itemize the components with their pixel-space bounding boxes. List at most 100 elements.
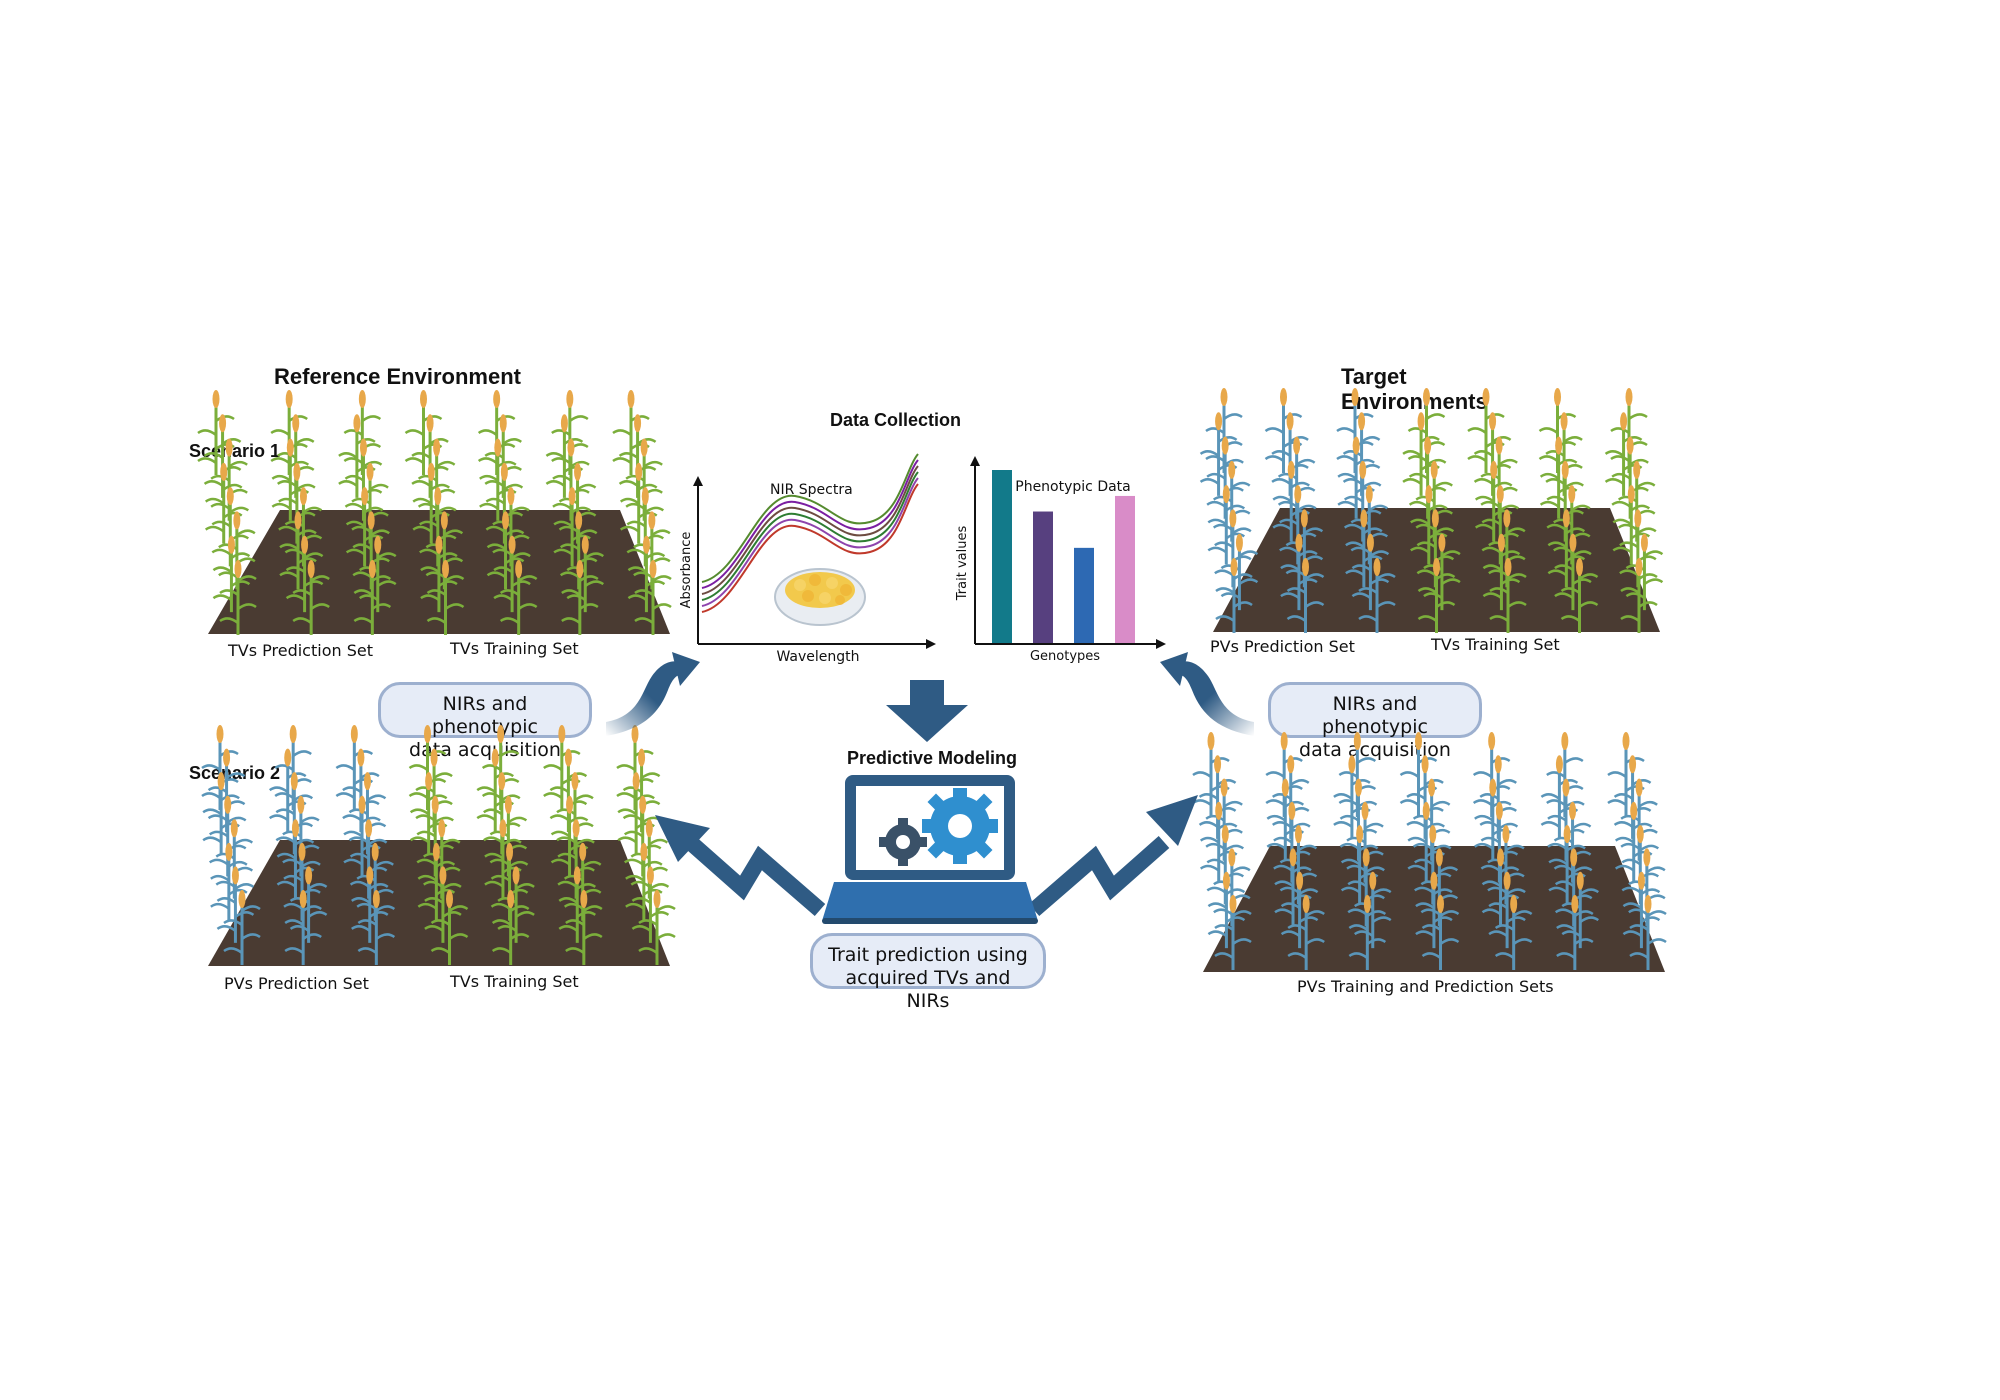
corn-plant (476, 748, 514, 833)
corn-plant (1280, 533, 1318, 611)
down-arrow-icon (886, 680, 968, 742)
corn-plant (210, 842, 248, 921)
corn-plant (1351, 533, 1390, 611)
bar-chart-xlabel: Genotypes (1030, 649, 1100, 664)
target-heading-line1: Target (1341, 364, 1407, 389)
predictive-modeling-heading: Predictive Modeling (847, 748, 1018, 768)
corn-plant (631, 866, 670, 943)
bar-chart-ylabel: Trait values (955, 526, 970, 602)
corn-plant (268, 748, 307, 833)
corn-plant (1620, 558, 1658, 633)
right-curved-arrow-icon (1160, 652, 1254, 736)
corn-plant (1286, 558, 1325, 633)
corn-plant (357, 890, 396, 965)
corn-plant (202, 772, 240, 855)
field-scenario1-target (1199, 388, 1664, 633)
s2-ref-prediction-label: PVs Prediction Set (224, 974, 369, 993)
corn-plant (1199, 801, 1238, 883)
corn-plant (420, 535, 458, 613)
corn-plant (1560, 558, 1599, 633)
center-callout-line2: acquired TVs and NIRs (845, 967, 1011, 1012)
corn-plant (1547, 509, 1586, 588)
corn-plant (338, 414, 376, 498)
corn-plant (1415, 871, 1453, 949)
corn-plant (197, 390, 235, 475)
corn-plant (553, 487, 591, 567)
bar-series (992, 470, 1135, 643)
s1-target-training-label: TVs Training Set (1431, 635, 1560, 654)
corn-plant (212, 535, 251, 613)
center-callout-line1: Trait prediction using (828, 944, 1028, 966)
bar-genotype-4 (1115, 495, 1135, 643)
corn-plant (1607, 732, 1645, 817)
nir-y-arrowhead (693, 476, 703, 486)
nir-spectra-chart: NIR Spectra Wavelength Absorbance (679, 453, 936, 665)
corn-plant (1333, 755, 1371, 839)
small-gear-icon (879, 818, 927, 866)
corn-plant (1207, 485, 1246, 565)
corn-plant (1214, 895, 1252, 970)
corn-plant (1337, 436, 1375, 519)
corn-plant (1266, 778, 1305, 861)
corn-plant (638, 890, 676, 965)
reference-environment-heading: Reference Environment (274, 364, 521, 389)
corn-plant (1354, 871, 1392, 949)
corn-plant (1287, 895, 1325, 970)
scenario-1-label: Scenario 1 (189, 441, 281, 461)
nir-xlabel: Wavelength (776, 649, 859, 665)
bar-genotype-2 (1033, 511, 1053, 643)
right-callout-line2: data acquisition (1299, 739, 1451, 761)
corn-plant (565, 890, 603, 965)
nir-spectra-lines (701, 453, 919, 613)
corn-plant (484, 819, 522, 899)
corn-plant (1489, 558, 1527, 633)
corn-plant (285, 535, 324, 613)
corn-plant (1423, 533, 1461, 611)
bar-genotype-3 (1074, 547, 1094, 643)
corn-plant (359, 535, 397, 613)
corn-plant (289, 866, 328, 943)
nir-spectrum-line-2 (701, 477, 919, 607)
corn-plant (1481, 848, 1520, 927)
corn-plant (1554, 533, 1592, 611)
corn-plant (1280, 871, 1319, 949)
corn-plant (1421, 895, 1460, 970)
corn-plant (1482, 533, 1521, 611)
corn-plant (216, 866, 255, 943)
corn-plant (1604, 412, 1643, 496)
corn-plant (1399, 732, 1438, 817)
nir-spectrum-line-1 (701, 483, 919, 613)
s2-target-label: PVs Training and Prediction Sets (1297, 977, 1554, 996)
nir-spectrum-line-3 (701, 471, 919, 601)
left-acquisition-callout: NIRs and phenotypic data acquisition (378, 682, 592, 761)
s1-ref-training-label: TVs Training Set (450, 639, 579, 658)
corn-plant (276, 819, 315, 899)
corn-plant (558, 866, 597, 943)
corn-plant (1467, 388, 1505, 473)
corn-plant (1494, 895, 1533, 970)
corn-plant (1540, 755, 1579, 839)
zigzag-arrow-left-icon (655, 815, 826, 917)
corn-plant (1274, 848, 1312, 927)
trait-prediction-callout: Trait prediction using acquired TVs and … (810, 933, 1046, 1012)
corn-plant (1340, 825, 1379, 905)
corn-plant (279, 511, 317, 590)
corn-plant (1417, 558, 1456, 633)
corn-plant (623, 795, 662, 877)
target-heading-line2: Environments (1341, 389, 1488, 414)
left-callout-line2: data acquisition (409, 739, 561, 761)
corn-plant (1556, 895, 1594, 970)
corn-plant (612, 390, 650, 475)
nir-spectrum-line-5 (701, 459, 919, 589)
corn-plant (1474, 778, 1512, 861)
bar-x-arrowhead (1156, 639, 1166, 649)
left-callout-line1: NIRs and phenotypic (432, 693, 538, 738)
seed-dish-icon (774, 568, 866, 626)
corn-plant (634, 560, 672, 635)
right-acquisition-callout: NIRs and phenotypic data acquisition (1268, 682, 1482, 761)
corn-plant (223, 890, 261, 965)
bar-genotype-1 (992, 470, 1012, 643)
corn-plant (1629, 895, 1667, 970)
corn-plant (417, 842, 456, 921)
corn-plant (351, 866, 389, 943)
